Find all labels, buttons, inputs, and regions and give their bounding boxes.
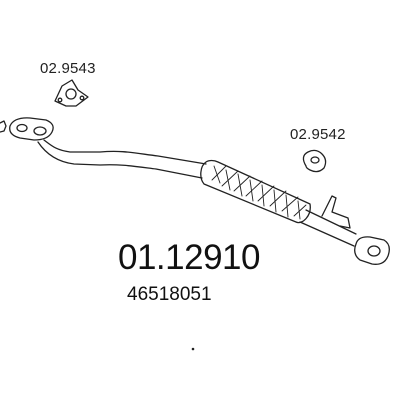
muffler-body bbox=[200, 159, 311, 224]
front-pipe-upper bbox=[43, 139, 207, 165]
tail-pipe-upper bbox=[305, 209, 357, 235]
hanger-bracket bbox=[321, 195, 351, 229]
gasket-02-9543-icon bbox=[54, 79, 89, 107]
part-label-hanger: 02.9542 bbox=[290, 126, 346, 143]
oem-number: 46518051 bbox=[127, 284, 212, 305]
tail-pipe-lower bbox=[299, 221, 355, 247]
main-part-number: 01.12910 bbox=[118, 238, 260, 277]
rear-flange bbox=[354, 236, 390, 265]
front-pipe-lower bbox=[37, 141, 203, 179]
left-pipe-end-stub bbox=[0, 120, 7, 133]
part-label-gasket: 02.9543 bbox=[40, 60, 96, 77]
front-flange bbox=[9, 117, 54, 141]
hanger-02-9542-icon bbox=[302, 149, 327, 173]
dot-marker bbox=[191, 347, 195, 351]
